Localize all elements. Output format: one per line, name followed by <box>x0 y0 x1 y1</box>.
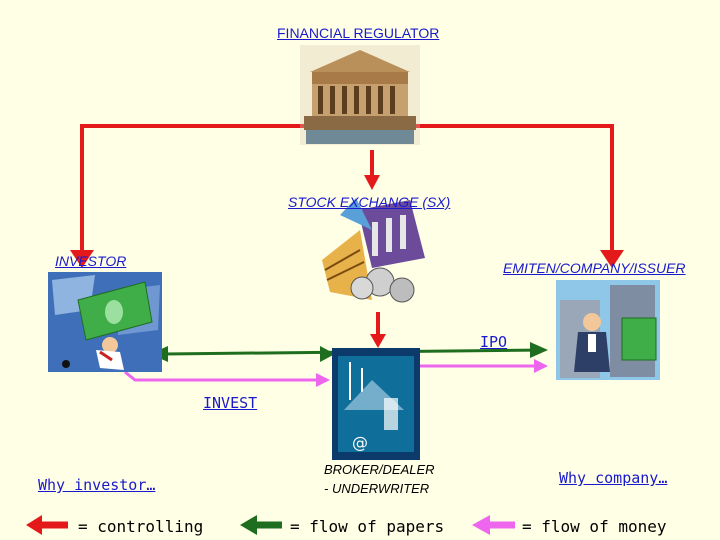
controlling-arrowheads <box>70 175 624 348</box>
arrow-to-broker <box>370 334 386 348</box>
invest-label: INVEST <box>203 394 258 412</box>
legend-papers-swatch <box>240 515 282 535</box>
broker-icon: @ <box>332 348 420 460</box>
broker-label-line1: BROKER/DEALER <box>324 462 435 477</box>
arrow-to-issuer <box>600 250 624 268</box>
money-edge <box>124 359 548 387</box>
regulator-label: FINANCIAL REGULATOR <box>277 25 440 41</box>
investor-icon <box>48 272 162 372</box>
issuer-icon <box>556 280 660 380</box>
regulator-to-parties-line <box>80 124 614 255</box>
broker-label-line2: - UNDERWRITER <box>324 481 430 496</box>
legend-controlling-swatch <box>26 515 68 535</box>
legend-papers-label: = flow of papers <box>290 517 445 536</box>
investor-label: INVESTOR <box>55 253 127 269</box>
ipo-label: IPO <box>480 333 508 351</box>
issuer-label: EMITEN/COMPANY/ISSUER <box>503 260 686 276</box>
exchange-label: STOCK EXCHANGE (SX) <box>288 194 451 210</box>
legend-money-label: = flow of money <box>522 517 667 536</box>
arrow-to-investor <box>70 250 94 268</box>
exchange-icon <box>322 198 425 303</box>
why-investor-link[interactable]: Why investor… <box>38 476 156 494</box>
legend-controlling-label: = controlling <box>78 517 204 536</box>
arrow-to-exchange <box>364 175 380 190</box>
legend-money-swatch <box>472 515 515 535</box>
why-company-link[interactable]: Why company… <box>559 469 668 487</box>
building-icon <box>300 45 420 145</box>
svg-text:@: @ <box>352 433 368 452</box>
